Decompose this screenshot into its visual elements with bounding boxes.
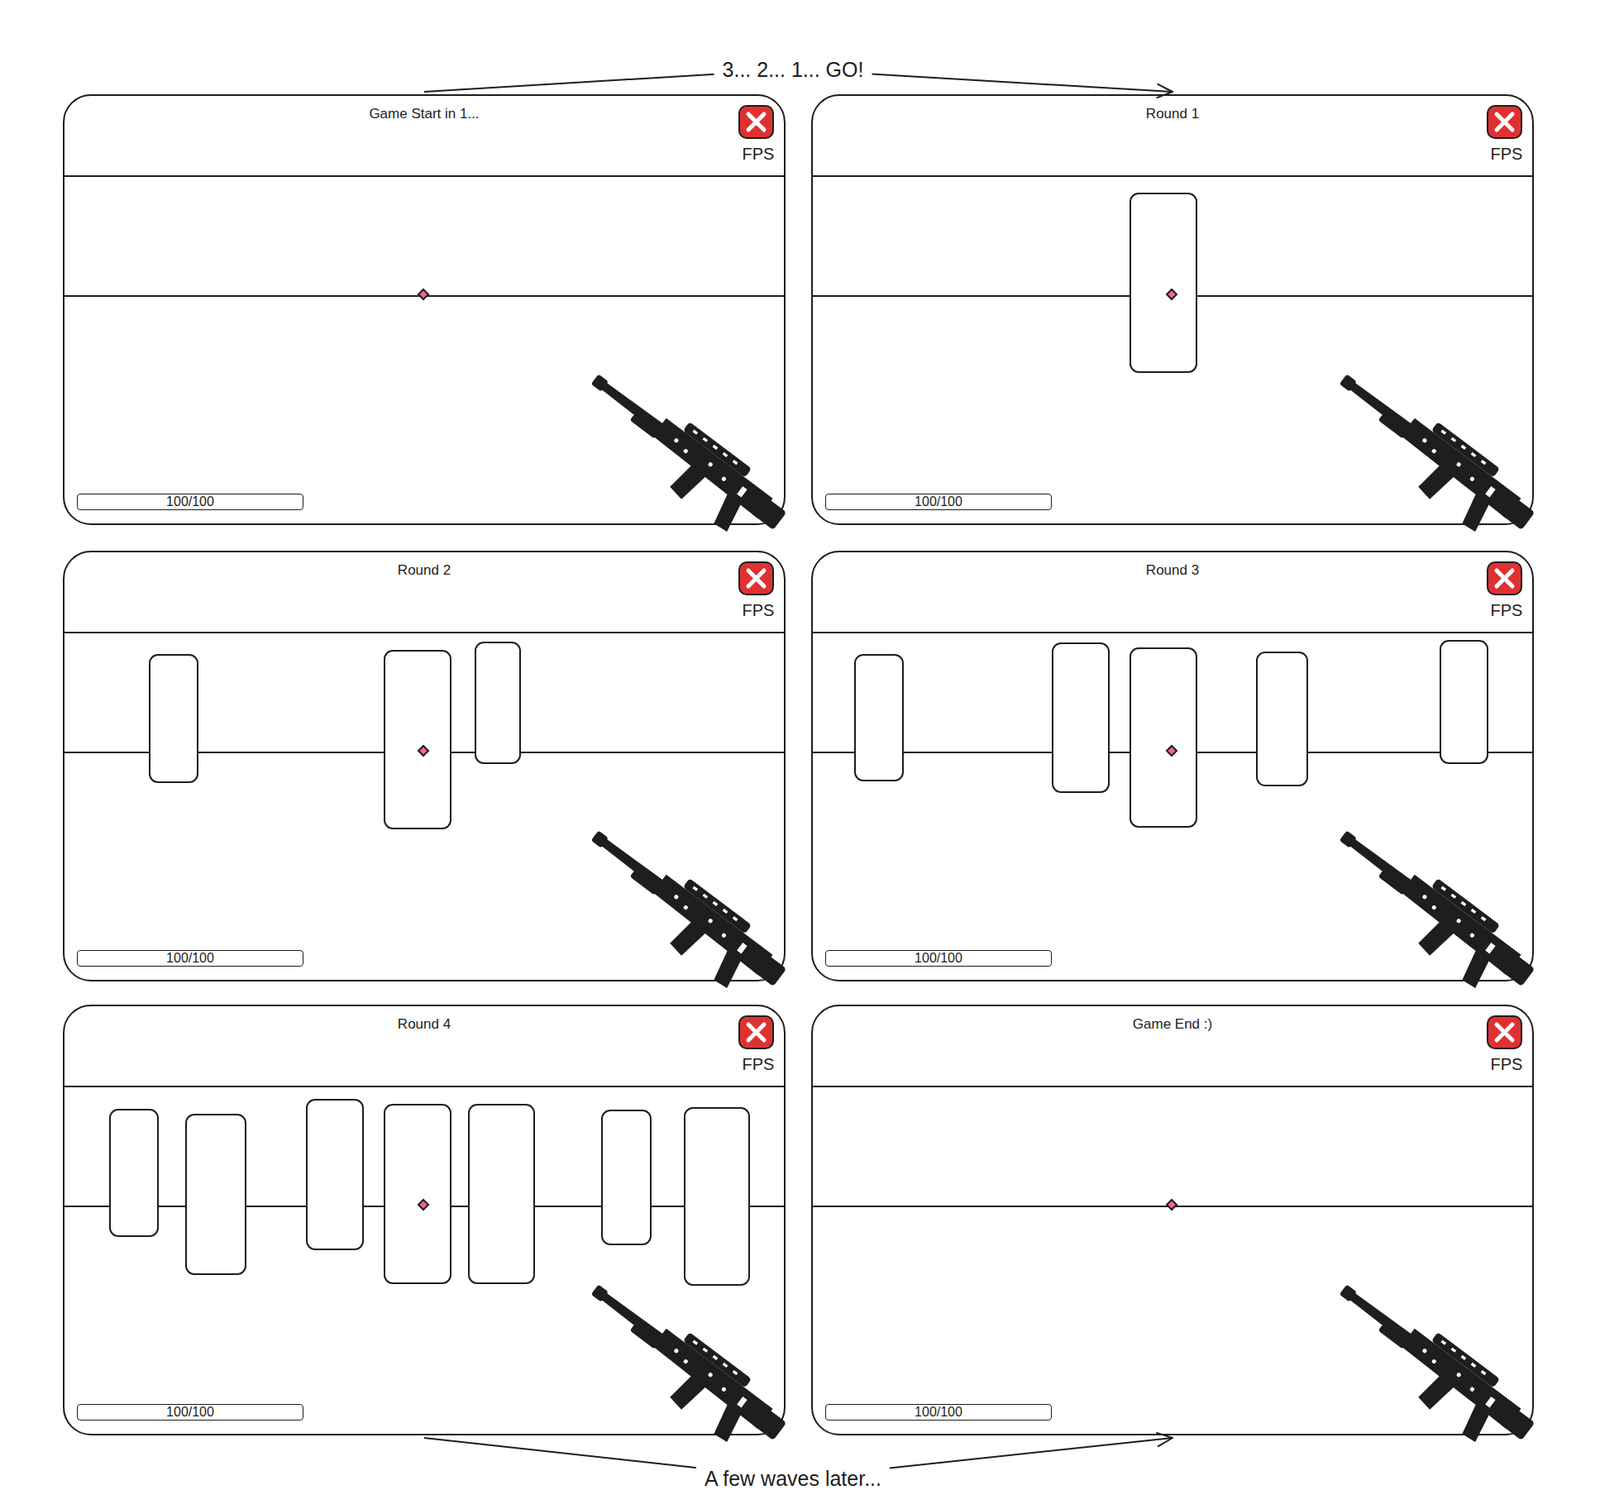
game-screen: Round 4FPS100/100: [62, 1004, 786, 1436]
crosshair: [418, 745, 429, 756]
target: [384, 1104, 451, 1284]
mode-label: FPS: [725, 600, 791, 621]
health-text: 100/100: [826, 1404, 1051, 1419]
crosshair: [1166, 1199, 1177, 1210]
horizon-lines: [812, 1086, 1533, 1207]
target: [384, 650, 451, 829]
game-screen: Round 3FPS100/100: [811, 550, 1534, 982]
game-screen: Round 1FPS100/100: [811, 94, 1534, 526]
target: [186, 1114, 246, 1275]
close-icon: [1487, 1016, 1522, 1049]
health-text: 100/100: [77, 494, 303, 509]
target: [475, 642, 521, 764]
screen-title: Round 4: [64, 1016, 784, 1033]
target: [601, 1110, 651, 1245]
screen-round-3: [812, 562, 1543, 1010]
health-bar: 100/100: [76, 950, 304, 967]
close-icon: [1487, 105, 1522, 139]
health-bar: 100/100: [76, 1404, 304, 1421]
health-text: 100/100: [77, 1404, 303, 1419]
screen-round-1: [812, 105, 1543, 554]
transition-label: A few waves later...: [696, 1464, 890, 1493]
target: [1130, 193, 1197, 373]
horizon-lines: [64, 176, 784, 297]
target: [684, 1108, 750, 1285]
health-bar: 100/100: [825, 1404, 1052, 1421]
screen-title: Game Start in 1...: [64, 105, 784, 123]
crosshair: [1166, 289, 1177, 300]
target: [149, 654, 198, 783]
screen-title: Round 1: [812, 105, 1533, 123]
crosshair: [1166, 745, 1177, 756]
screen-round-2: [64, 562, 794, 1010]
target: [1440, 640, 1488, 764]
health-text: 100/100: [826, 494, 1051, 509]
health-bar: 100/100: [76, 493, 304, 511]
target: [854, 654, 903, 781]
screen-end: [812, 1016, 1543, 1464]
screen-title: Round 2: [64, 562, 784, 579]
target: [1256, 652, 1308, 786]
crosshair: [418, 1199, 429, 1210]
crosshair: [418, 289, 429, 300]
screen-round-4: [64, 1016, 794, 1464]
arrow-head: [1158, 1437, 1173, 1447]
transition-label: 3... 2... 1... GO!: [714, 55, 873, 84]
target: [1052, 643, 1109, 793]
mode-label: FPS: [725, 1054, 791, 1075]
health-text: 100/100: [826, 950, 1051, 965]
close-icon: [1487, 562, 1522, 595]
screen-start: [64, 105, 794, 554]
health-bar: 100/100: [825, 493, 1052, 511]
mode-label: FPS: [1474, 143, 1539, 164]
screen-title: Game End :): [812, 1016, 1533, 1033]
close-icon: [739, 1016, 774, 1049]
arrow-head: [1157, 84, 1173, 92]
target: [306, 1099, 363, 1250]
health-text: 100/100: [77, 950, 303, 965]
target: [109, 1109, 158, 1237]
screen-title: Round 3: [812, 562, 1533, 579]
close-icon: [739, 105, 774, 139]
health-bar: 100/100: [825, 950, 1052, 967]
close-icon: [739, 562, 774, 595]
mode-label: FPS: [1474, 1054, 1539, 1075]
game-screen: Game End :)FPS100/100: [811, 1004, 1534, 1436]
target: [468, 1104, 535, 1284]
target: [1130, 648, 1197, 827]
game-screen: Round 2FPS100/100: [62, 550, 786, 982]
mode-label: FPS: [1474, 600, 1539, 621]
mode-label: FPS: [725, 143, 791, 164]
game-screen: Game Start in 1...FPS100/100: [62, 94, 786, 526]
